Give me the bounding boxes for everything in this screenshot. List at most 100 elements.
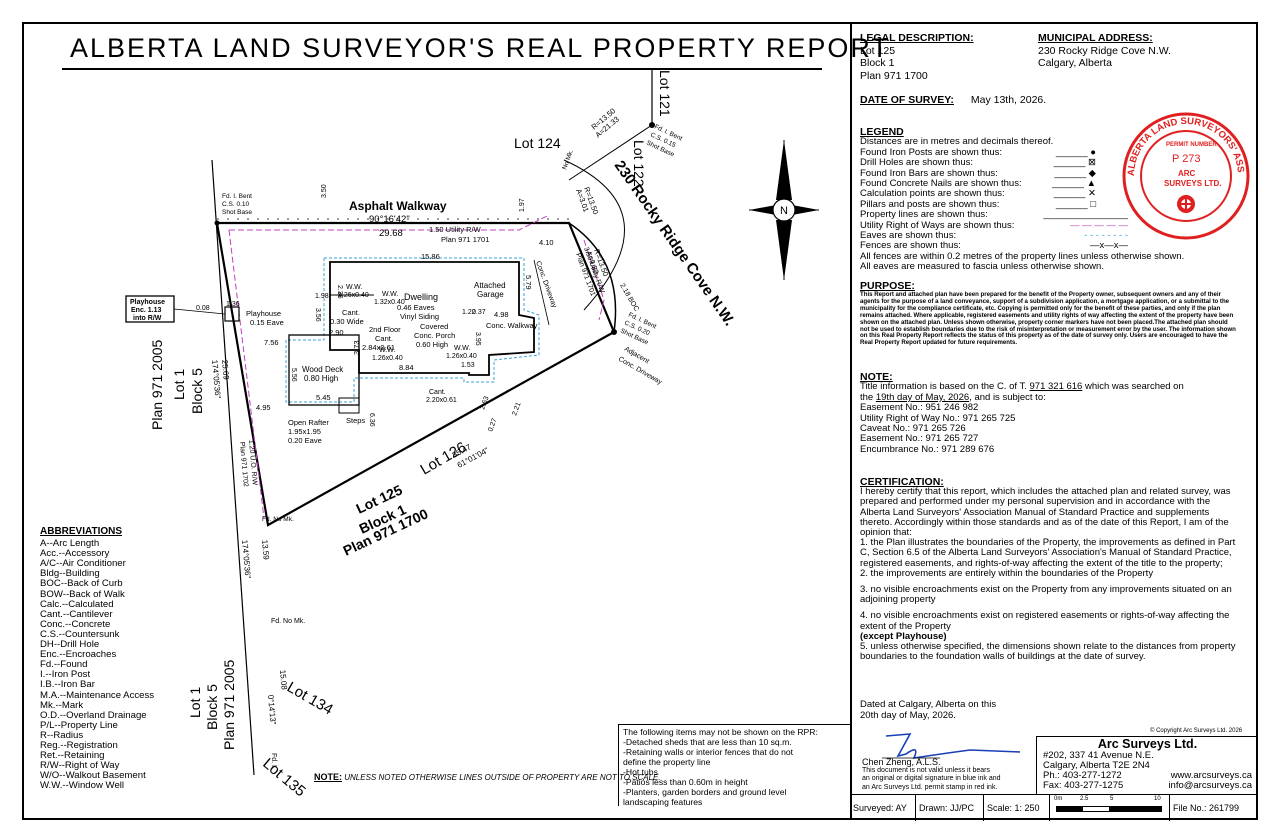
map-note-text: UNLESS NOTED OTHERWISE LINES OUTSIDE OF … <box>344 773 661 782</box>
date-of-survey-value: May 13th, 2026. <box>970 94 1047 106</box>
note-text: , and is subject to: <box>969 391 1046 403</box>
abbreviation-item: DH--Drill Hole <box>40 639 100 651</box>
rpr-line: -Retaining walls or interior fences that… <box>623 747 794 757</box>
purpose-section: PURPOSE: This Report and attached plan h… <box>860 280 1238 347</box>
playhouse-enc-2: Enc. 1.13 <box>131 307 161 314</box>
dim-label: 3.73 <box>352 340 361 355</box>
legend-row: Found Iron Bars are shown thus: <box>860 167 998 179</box>
scale-tick: 0m <box>1054 796 1063 802</box>
wood-deck-label-1: Wood Deck <box>302 365 344 374</box>
ww-label: 1.26x0.40 <box>338 292 369 299</box>
garage-label-2: Garage <box>477 290 504 299</box>
address-line: Calgary, Alberta <box>1038 57 1112 69</box>
abbreviation-item: Conc.--Concrete <box>40 618 111 630</box>
legend-row: Utility Right of Ways are shown thus: <box>860 219 1015 231</box>
dim-label: 8.84 <box>399 363 414 372</box>
dim-1359-label: 13.59 <box>260 539 271 560</box>
purpose-heading: PURPOSE: <box>860 280 915 292</box>
steps-box <box>338 397 360 414</box>
abbreviation-item: P/L--Property Line <box>40 719 118 731</box>
firm-email: info@arcsurveys.ca <box>1168 780 1252 791</box>
dim-label: 5.45 <box>316 393 331 402</box>
dwelling-label: Dwelling <box>404 292 438 302</box>
dim-label: 4.95 <box>256 403 271 412</box>
property-line-symbol: ________________ <box>1043 209 1128 221</box>
abbreviation-item: M.A.--Maintenance Access <box>40 689 155 701</box>
legend-heading: LEGEND <box>860 126 904 138</box>
surveyed-by: Surveyed: AY <box>850 795 916 821</box>
certification-item: 2. the improvements are entirely within … <box>860 567 1154 579</box>
dim-label: 2.21 <box>511 401 522 416</box>
abbreviation-item: Reg.--Registration <box>40 739 118 751</box>
fd-ibent-nw-3: Shot Base <box>222 209 252 216</box>
dim-label: 2.63 <box>479 395 490 410</box>
driveway-edge <box>533 259 550 326</box>
dim-label: 2.18 BOC <box>618 283 639 313</box>
firm-address: Calgary, Alberta T2E 2N4 <box>1043 760 1150 771</box>
utility-row-top-plan: Plan 971 1701 <box>441 235 489 244</box>
surveyor-block: Chen Zheng, A.L.S. This document is not … <box>862 758 1001 792</box>
walkway-label: Asphalt Walkway <box>349 199 447 213</box>
dim-label: 1.98 <box>315 293 329 300</box>
dim-label: 0.27 <box>487 417 498 432</box>
ww-label: W.W. <box>379 347 395 354</box>
title-search-date: 19th day of May, 2026 <box>875 391 970 403</box>
certification-intro: I hereby certify that this report, which… <box>860 486 1231 539</box>
validity-line: an original or digital signature in blue… <box>862 775 1001 783</box>
ww-label: 1.26x0.40 <box>372 355 403 362</box>
dim-label: 1.53 <box>461 362 475 369</box>
registration-item: Easement No.: 971 265 727 <box>860 433 979 445</box>
abbreviation-item: Fd.--Found <box>40 659 88 671</box>
municipal-address: MUNICIPAL ADDRESS: 230 Rocky Ridge Cove … <box>1038 32 1171 70</box>
iron-post-marker <box>649 122 655 128</box>
scale-tick: 10 <box>1154 796 1161 802</box>
wood-deck <box>288 334 360 406</box>
dim-label: 1.22 <box>462 309 476 316</box>
lot-135-label: Lot 135 <box>259 755 308 800</box>
north-arrow: N <box>749 140 819 280</box>
playhouse-label-1: Playhouse <box>246 309 281 318</box>
abbreviation-item: R--Radius <box>40 729 84 741</box>
dim-label: 6.36 <box>368 413 375 427</box>
porch-label-2: Conc. Porch <box>414 331 455 340</box>
playhouse-enc-3: into R/W <box>133 315 162 322</box>
validity-line: an Arc Surveys Ltd. permit stamp in red … <box>862 783 998 791</box>
title-underline <box>62 68 822 70</box>
plan-drawing: N Lot 124 Lot 122 Lot 121 Lot 126 Lot 13… <box>24 70 848 815</box>
municipal-heading: MUNICIPAL ADDRESS: <box>1038 32 1153 44</box>
eave-line-symbol: - - - - - - - - <box>1084 230 1128 242</box>
abbreviation-item: W/O--Walkout Basement <box>40 770 146 782</box>
firm-web: www.arcsurveys.ca <box>1170 770 1252 781</box>
signature-image <box>882 733 1021 760</box>
rpr-line: -Planters, garden borders and ground lev… <box>623 787 787 797</box>
dim-label: 2.36 <box>336 285 343 299</box>
copyright: © Copyright Arc Surveys Ltd. 2026 <box>1150 728 1243 734</box>
certification-heading: CERTIFICATION: <box>860 476 944 488</box>
firm-phone: Ph.: 403-277-1272 <box>1043 770 1122 781</box>
legend: LEGEND Distances are in metres and decim… <box>860 126 1184 273</box>
west-plan2-label: Plan 971 2005 <box>221 659 237 750</box>
legal-description: LEGAL DESCRIPTION: Lot 125 Block 1 Plan … <box>860 32 974 82</box>
scale: Scale: 1: 250 <box>984 795 1050 821</box>
note-text: which was searched on <box>1085 381 1184 393</box>
open-rafter-label-2: 1.95x1.95 <box>288 427 321 436</box>
stamp-permit-no: P 273 <box>1172 153 1201 165</box>
certification-section: CERTIFICATION: I hereby certify that thi… <box>860 477 1240 662</box>
street-arc <box>568 222 617 333</box>
abbreviation-item: A--Arc Length <box>40 538 100 550</box>
abbreviation-item: C.S.--Countersunk <box>40 628 120 640</box>
concrete-nail-symbol: ______ ▲ <box>1052 178 1096 190</box>
abbreviation-item: W.W.--Window Well <box>40 780 125 792</box>
steps-label: Steps <box>346 416 365 425</box>
iron-post-symbol: ______ ● <box>1055 146 1096 158</box>
west-lot-line <box>211 159 255 776</box>
abbreviation-item: BOW--Back of Walk <box>40 588 125 600</box>
lot-124-line <box>568 124 653 181</box>
rpr-line: -Detached sheds that are less than 10 sq… <box>623 737 792 747</box>
rpr-line: The following items may not be shown on … <box>623 727 818 737</box>
dim-label: 4.98 <box>494 310 509 319</box>
porch-label-3: 0.60 High <box>416 340 448 349</box>
dim-label: 3.95 <box>474 332 481 346</box>
rpr-line: -Hot tubs <box>623 767 658 777</box>
